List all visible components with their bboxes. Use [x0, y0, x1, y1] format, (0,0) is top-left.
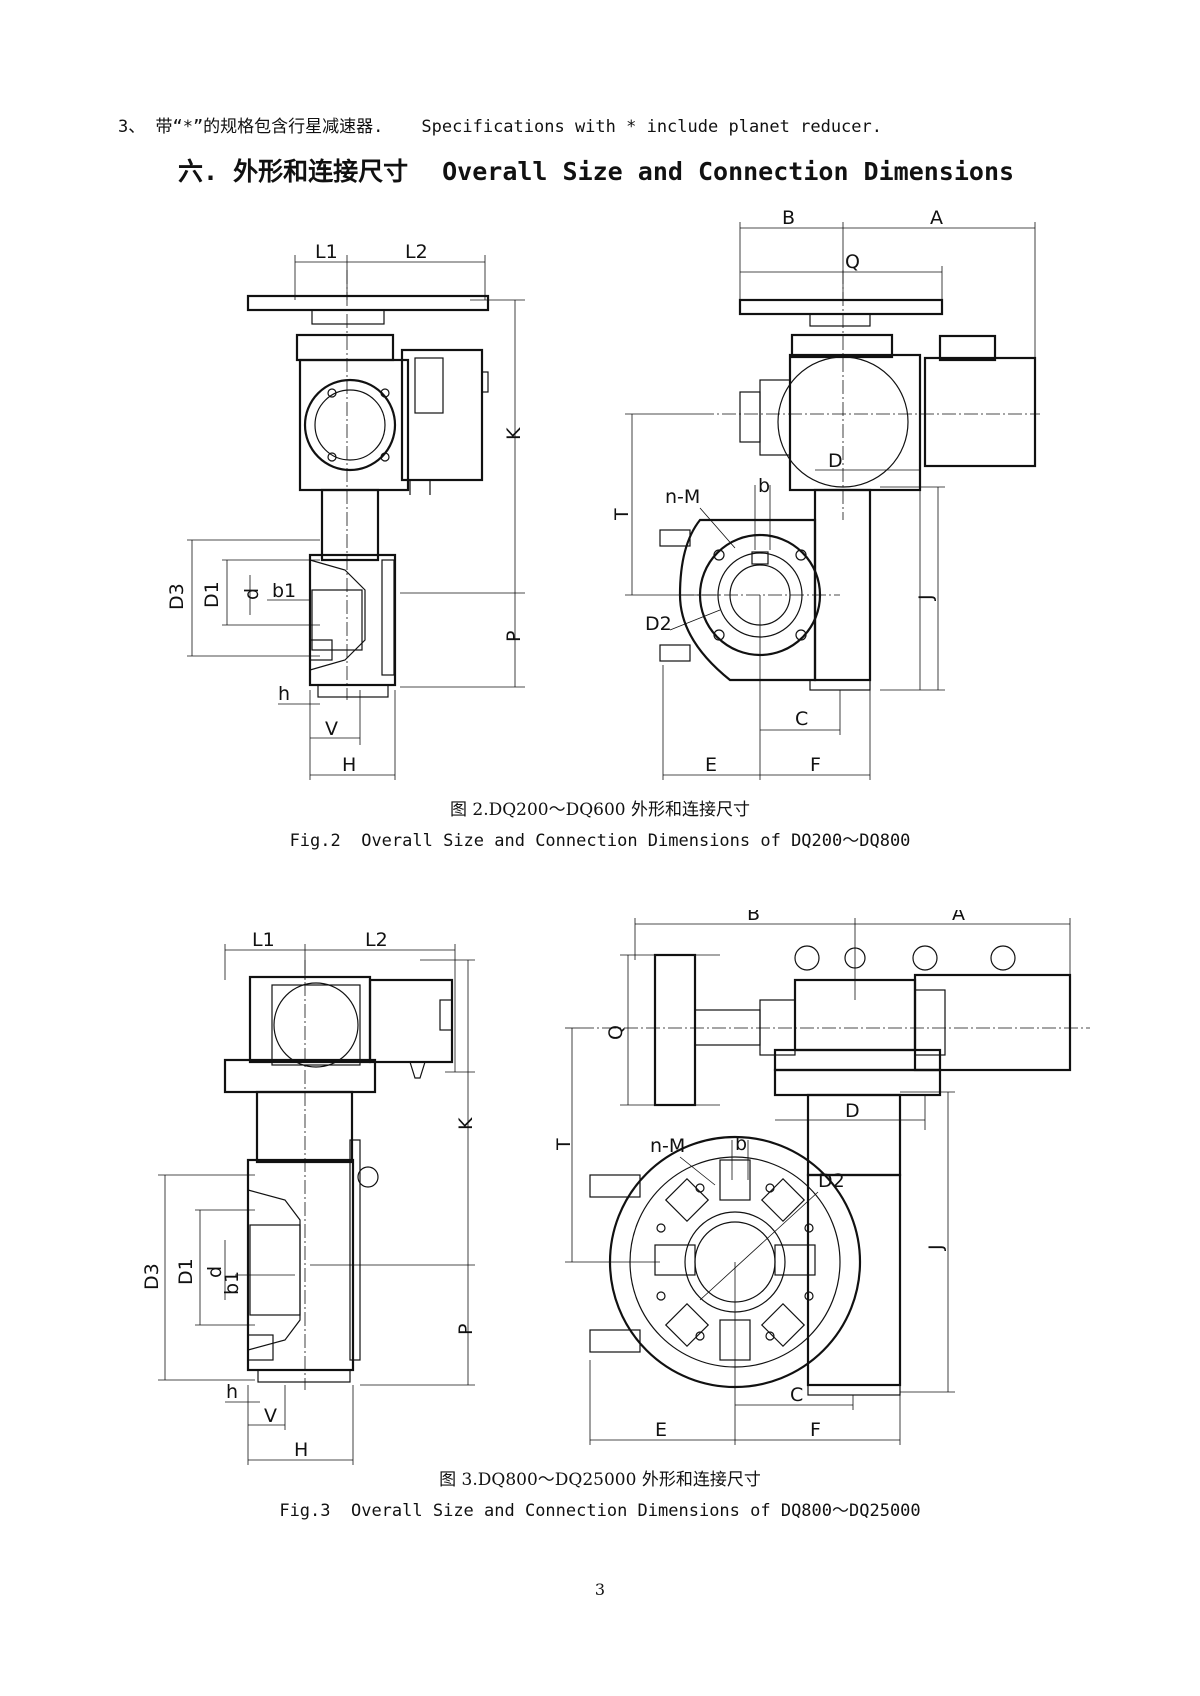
fig2-front-d: D [828, 450, 843, 472]
fig3-front-q: Q [605, 1025, 627, 1040]
fig3-side-l1: L1 [252, 929, 275, 951]
fig2-caption-en: Fig.2 Overall Size and Connection Dimens… [289, 831, 911, 851]
fig3-side-d: d [204, 1266, 226, 1278]
fig2-side-l2: L2 [405, 241, 428, 263]
heading-en: Overall Size and Connection Dimensions [442, 157, 1015, 186]
fig3-front-e: E [655, 1419, 667, 1441]
fig2-caption-cn: 图 2.DQ200～DQ600 外形和连接尺寸 [449, 800, 751, 820]
note-cn: 3、 带“*”的规格包含行星减速器. [118, 117, 384, 137]
fig3-side-hh: H [294, 1439, 308, 1461]
fig3-side-l2: L2 [365, 929, 388, 951]
fig2-side-h: h [278, 683, 290, 705]
fig3-caption-en: Fig.3 Overall Size and Connection Dimens… [279, 1501, 921, 1521]
fig2-front-b: B [782, 207, 795, 229]
fig2-side-d3: D3 [166, 583, 188, 610]
fig3-side-view: L1 L2 K P D3 [141, 929, 477, 1465]
fig2-front-e: E [705, 754, 717, 776]
fig2-front-view: B A Q T D [611, 207, 1040, 780]
page-number: 3 [594, 1580, 606, 1599]
fig2-side-d1: D1 [201, 581, 223, 608]
fig3-front-c: C [790, 1384, 803, 1406]
section-heading: 六. 外形和连接尺寸 Overall Size and Connection Di… [178, 152, 1014, 188]
fig2-front-nm: n-M [665, 486, 700, 508]
fig2-side-l1: L1 [315, 241, 338, 263]
fig3-side-d3: D3 [141, 1263, 163, 1290]
fig3-front-nm: n-M [650, 1135, 685, 1157]
fig2-side-hh: H [342, 754, 356, 776]
fig2-front-f: F [810, 754, 821, 776]
fig3-front-j: J [925, 1244, 947, 1251]
fig2-side-d: d [241, 588, 263, 600]
fig3-front-d: D [845, 1100, 860, 1122]
fig2-side-v: V [325, 718, 338, 740]
figure-3-drawing: L1 L2 K P D3 [141, 910, 1090, 1465]
fig3-front-a: A [952, 910, 965, 925]
fig2-front-a: A [930, 207, 943, 229]
fig3-front-view: B A Q D T [553, 910, 1090, 1445]
fig2-front-c: C [795, 708, 808, 730]
fig2-side-k: K [503, 427, 525, 440]
fig2-side-p: P [503, 631, 525, 642]
fig3-front-t: T [553, 1138, 575, 1151]
fig3-side-b1: b1 [221, 1271, 243, 1295]
fig2-side-view: L1 L2 K P [166, 241, 525, 780]
fig3-front-d2: D2 [818, 1170, 845, 1192]
fig3-side-v: V [264, 1405, 277, 1427]
fig2-front-bs: b [758, 475, 770, 497]
fig2-side-b1: b1 [272, 580, 296, 602]
fig2-front-t: T [611, 508, 633, 521]
fig2-front-j: J [915, 594, 937, 601]
fig3-front-f: F [810, 1419, 821, 1441]
fig3-side-d1: D1 [175, 1258, 197, 1285]
fig3-caption-cn: 图 3.DQ800～DQ25000 外形和连接尺寸 [439, 1470, 761, 1490]
note-en: Specifications with * include planet red… [421, 117, 882, 137]
fig3-side-k: K [455, 1117, 477, 1130]
fig3-side-p: P [455, 1324, 477, 1335]
fig2-front-d2: D2 [645, 613, 672, 635]
fig3-front-bs: b [735, 1133, 747, 1155]
fig2-front-q: Q [845, 251, 860, 273]
heading-cn: 六. 外形和连接尺寸 [178, 157, 409, 186]
fig3-front-b: B [747, 910, 760, 925]
fig3-side-h: h [226, 1381, 238, 1403]
figure-2-drawing: L1 L2 K P [166, 207, 1040, 780]
note-line: 3、 带“*”的规格包含行星减速器. Specifications with * … [118, 112, 882, 137]
